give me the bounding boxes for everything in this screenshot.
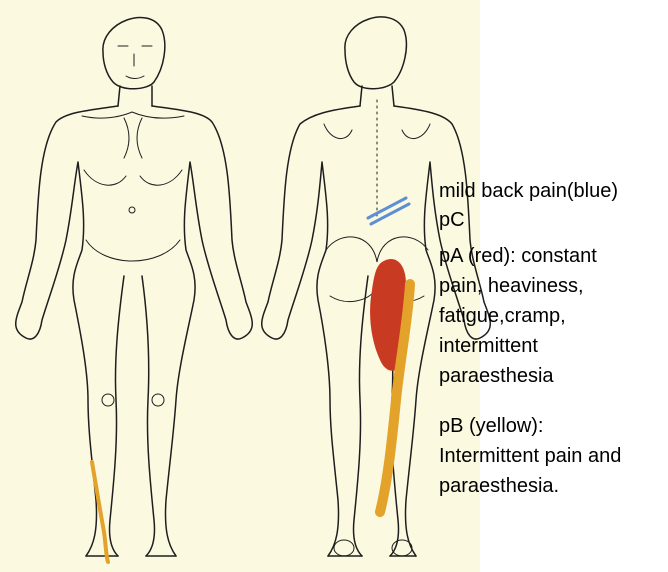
pa-legend-line-1: pA (red): constant: [439, 245, 597, 267]
back-pain-legend-line-2: pC: [439, 209, 465, 231]
pa-legend-line-4: intermittent: [439, 335, 538, 357]
pb-legend-line-1: pB (yellow):: [439, 415, 543, 437]
pa-legend-line-2: pain, heaviness,: [439, 275, 584, 297]
pb-legend-line-2: Intermittent pain and: [439, 445, 621, 467]
back-pain-legend-line-1: mild back pain(blue): [439, 180, 618, 202]
pb-legend-line-3: paraesthesia.: [439, 475, 559, 497]
pa-legend-line-5: paraesthesia: [439, 365, 554, 387]
pa-legend-line-3: fatigue,cramp,: [439, 305, 566, 327]
